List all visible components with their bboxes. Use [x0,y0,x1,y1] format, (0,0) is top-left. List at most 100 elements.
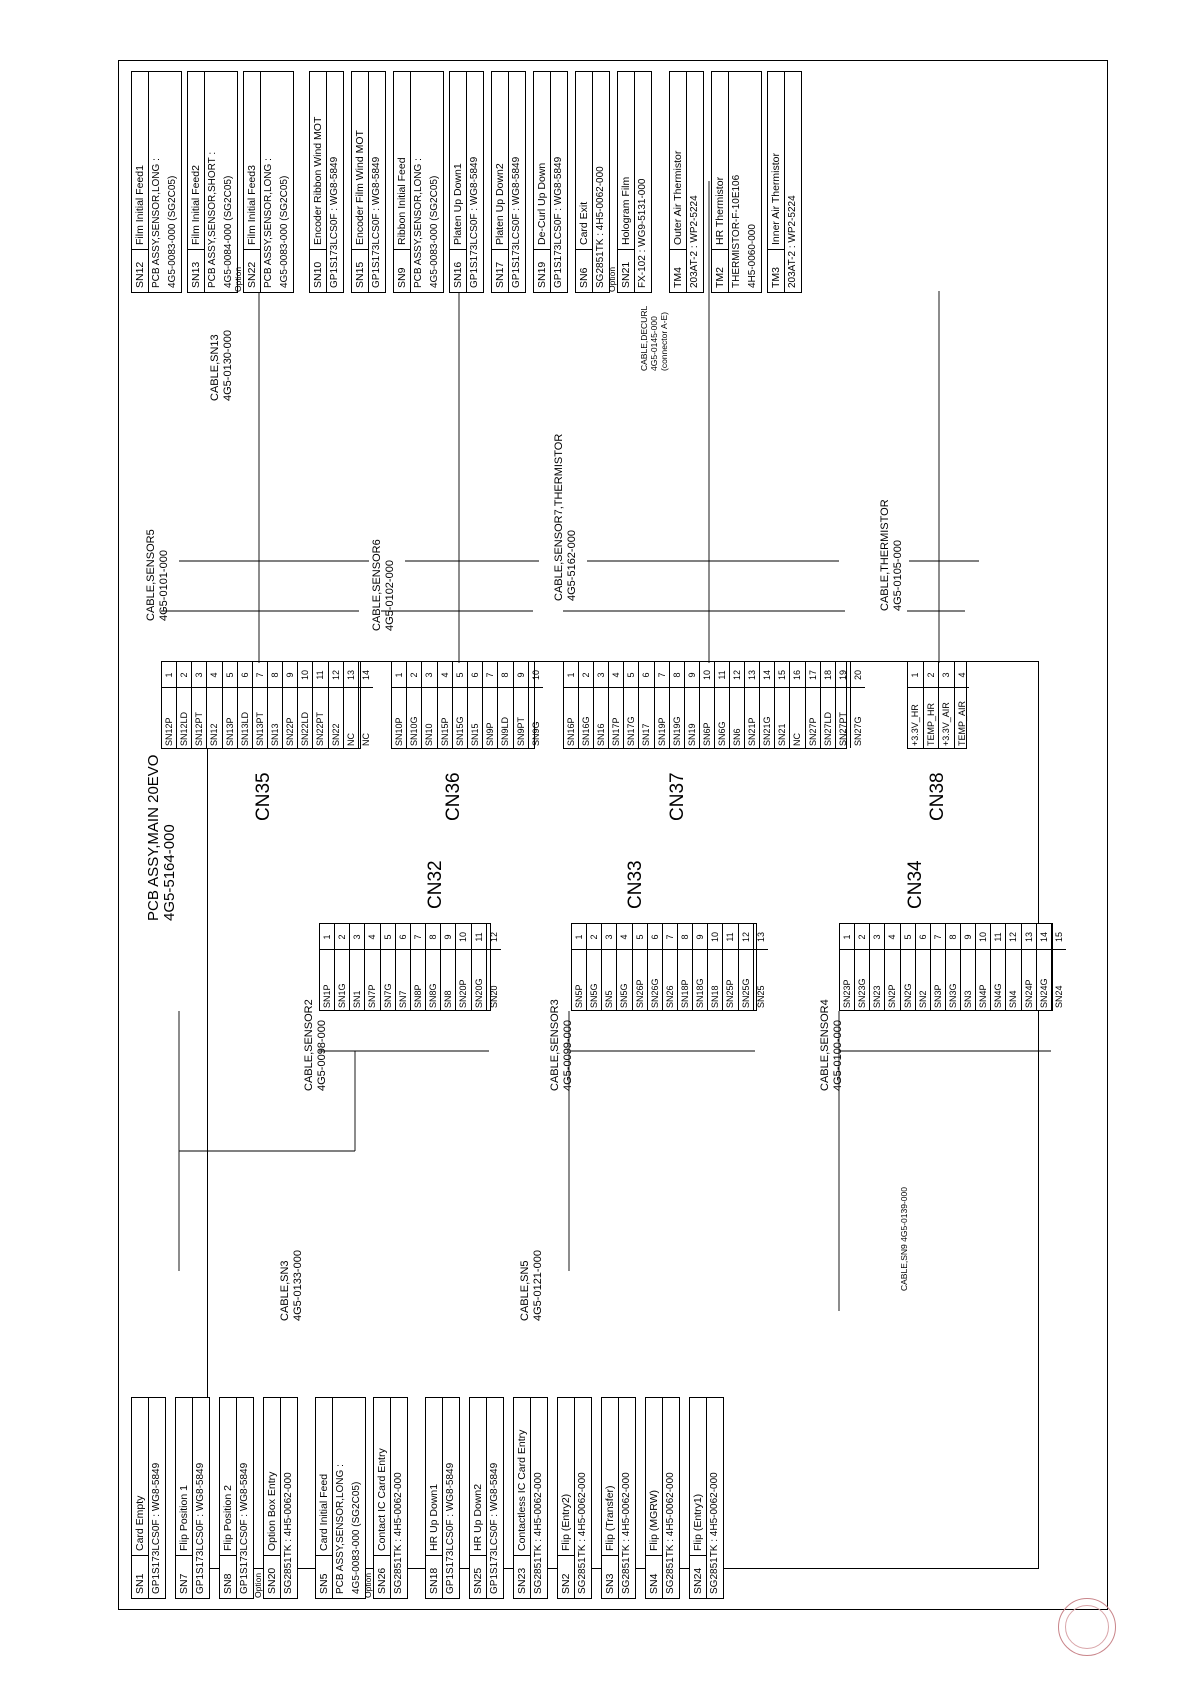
component-part: SG2851TK : 4H5-0062-000 [621,1472,632,1594]
component-id: SN9 [394,249,410,292]
component-id: SN6 [576,249,592,292]
component-id: SN3 [602,1555,618,1598]
component-part: PCB ASSY,SENSOR,SHORT : [207,151,218,288]
component-name: Card Initial Feed [318,1473,330,1551]
component-part-2: 4G5-0083-000 (SG2C05) [351,1481,362,1594]
option-note: Option [233,266,243,292]
component-id: SN1 [132,1555,148,1598]
component-part-2: 4G5-0084-000 (SG2C05) [223,175,234,288]
component-id: TM4 [670,249,686,292]
component-id: SN13 [188,249,204,292]
component-name: Flip (Entry2) [560,1493,572,1551]
component-id: TM2 [712,249,728,292]
component-id: SN25 [470,1555,486,1598]
component-name: Encoder Film Wind MOT [354,130,366,245]
component-id: TM3 [768,249,784,292]
component-sn13: SN13 Film Initial Feed2 PCB ASSY,SENSOR,SH… [187,71,238,293]
component-part: GP1S173LCS0F : WG8-5849 [329,156,340,288]
component-sn5: SN5 Card Initial Feed PCB ASSY,SENSOR,LONG… [315,1397,366,1599]
component-part: PCB ASSY,SENSOR,LONG : [151,158,162,288]
component-part-2: 4G5-0083-000 (SG2C05) [279,175,290,288]
component-part: GP1S173LCS0F : WG8-5849 [239,1462,250,1594]
component-name: Contactless IC Card Entry [516,1429,528,1551]
wiring-lines [161,181,1051,1311]
rotated-drawing: PCB ASSY,MAIN 20EVO 4G5-5164-000 CN32 CN… [119,61,1109,1611]
component-sn23: SN23 Contactless IC Card Entry SG2851TK : … [513,1397,548,1599]
component-part: PCB ASSY,SENSOR,LONG : [263,158,274,288]
component-part: SG2851TK : 4H5-0062-000 [393,1472,404,1594]
component-id: SN15 [352,249,368,292]
cable-sn9-label: CABLE,SN9 4G5-0139-000 [899,1187,909,1291]
component-sn25: SN25 HR Up Down2 GP1S173LCS0F : WG8-5849 [469,1397,504,1599]
component-id: SN18 [426,1555,442,1598]
component-id: SN23 [514,1555,530,1598]
component-name: HR Up Down2 [472,1483,484,1551]
component-name: Card Empty [134,1495,146,1551]
component-name: Flip Position 1 [178,1485,190,1551]
component-name: Card Exit [578,201,590,245]
component-id: SN5 [316,1555,332,1598]
component-sn7: SN7 Flip Position 1 GP1S173LCS0F : WG8-584… [175,1397,210,1599]
component-part: PCB ASSY,SENSOR,LONG : [335,1464,346,1594]
component-name: Contact IC Card Entry [376,1448,388,1551]
component-sn26: SN26 Contact IC Card Entry SG2851TK : 4H5-… [363,1397,408,1599]
component-part: SG2851TK : 4H5-0062-000 [533,1472,544,1594]
component-part: GP1S173LCS0F : WG8-5849 [489,1462,500,1594]
component-part: GP1S173LCS0F : WG8-5849 [195,1462,206,1594]
component-id: SN21 [618,249,634,292]
component-part: PCB ASSY,SENSOR,LONG : [413,158,424,288]
component-sn8: SN8 Flip Position 2 GP1S173LCS0F : WG8-584… [219,1397,254,1599]
option-note: Option [253,1572,263,1598]
component-part: GP1S173LCS0F : WG8-5849 [469,156,480,288]
component-part-2: 4G5-0083-000 (SG2C05) [167,175,178,288]
component-part: GP1S173LCS0F : WG8-5849 [151,1462,162,1594]
component-part: GP1S173LCS0F : WG8-5849 [553,156,564,288]
component-id: SN26 [374,1555,390,1598]
component-part: FX-102 : WG9-5131-000 [637,178,648,289]
component-id: SN7 [176,1555,192,1598]
component-name: Platen Up Down1 [452,163,464,245]
component-sn1: SN1 Card Empty GP1S173LCS0F : WG8-5849 [131,1397,166,1599]
component-part-2: 4H5-0060-000 [747,224,758,288]
component-part: GP1S173LCS0F : WG8-5849 [445,1462,456,1594]
component-id: SN12 [132,249,148,292]
component-id: SN19 [534,249,550,292]
component-part: SG2851TK : 4H5-0062-000 [577,1472,588,1594]
component-name: De-Curl Up Down [536,162,548,245]
component-sn12: SN12 Film Initial Feed1 PCB ASSY,SENSOR,LO… [131,71,182,293]
component-sn19: SN19 De-Curl Up Down GP1S173LCS0F : WG8-58… [533,71,568,293]
component-name: Encoder Ribbon Wind MOT [312,116,324,245]
component-name: Flip (Transfer) [604,1485,616,1551]
component-name: Film Initial Feed1 [134,165,146,245]
component-part: SG2851TK : 4H5-0062-000 [283,1472,294,1594]
component-id: SN16 [450,249,466,292]
component-id: SN8 [220,1555,236,1598]
component-part: GP1S173LCS0F : WG8-5849 [511,156,522,288]
component-part: SG2851TK : 4H5-0062-000 [665,1472,676,1594]
component-name: Option Box Entry [266,1471,278,1551]
component-name: Flip Position 2 [222,1485,234,1551]
component-name: Film Initial Feed2 [190,165,202,245]
component-name: Outer Air Thermistor [672,150,684,245]
component-id: SN4 [646,1555,662,1598]
component-part: SG2851TK : 4H5-0062-000 [709,1472,720,1594]
